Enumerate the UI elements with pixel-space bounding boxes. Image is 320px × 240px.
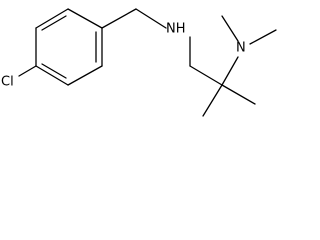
ring-double-bond-1 xyxy=(41,15,67,31)
chemical-structure: Cl NH N xyxy=(1,8,277,117)
benzene-ring xyxy=(35,8,103,86)
chlorine-label: Cl xyxy=(1,75,14,90)
benzyl-bond xyxy=(101,8,137,29)
ring-bond-5 xyxy=(67,65,103,86)
ring-bond-2 xyxy=(35,8,69,29)
chlorine-bond xyxy=(18,65,37,77)
methyl-bond-2 xyxy=(221,84,256,105)
ring-bond-1 xyxy=(67,8,103,29)
ch2-nh-bond xyxy=(135,8,167,29)
n-methyl-bond-1 xyxy=(221,15,239,42)
ring-double-bond-2 xyxy=(41,63,67,79)
quaternary-n-bond xyxy=(221,56,239,86)
n-methyl-bond-2 xyxy=(249,29,277,45)
ch2-quaternary-bond xyxy=(189,65,223,86)
ring-bond-4 xyxy=(35,65,69,86)
amine-label: NH xyxy=(166,22,186,37)
dimethylamine-label: N xyxy=(236,41,246,56)
methyl-bond-1 xyxy=(202,84,223,117)
